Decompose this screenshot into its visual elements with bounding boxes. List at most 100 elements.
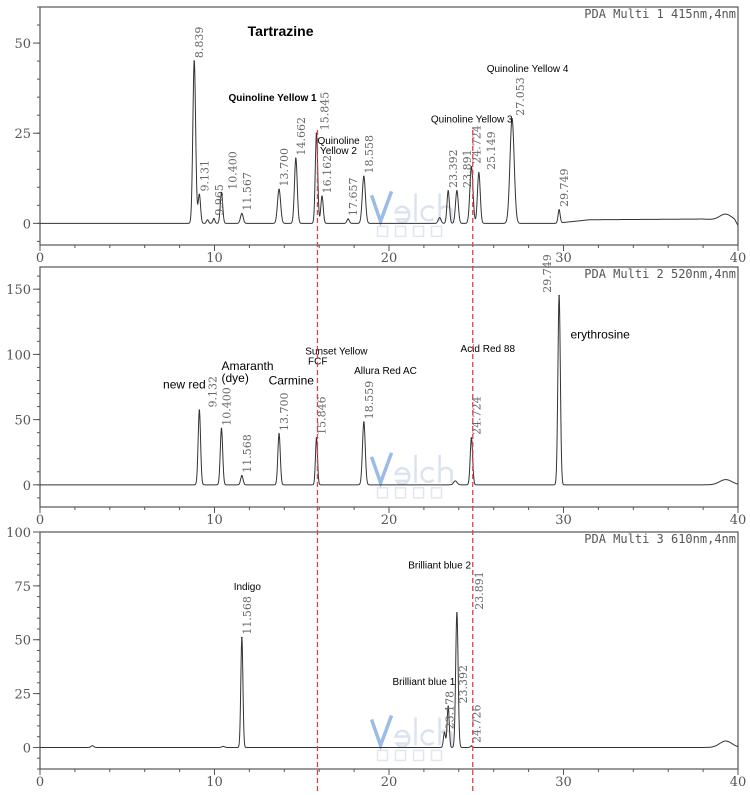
compound-label: Carmine xyxy=(269,373,315,387)
x-tick-label: 10 xyxy=(206,251,223,266)
x-tick-label: 0 xyxy=(36,775,44,790)
compound-label-line: Allura Red AC xyxy=(354,366,417,377)
y-tick-label: 25 xyxy=(14,688,31,703)
retention-time-label: 27.053 xyxy=(514,77,527,116)
watermark-subtext-glyph xyxy=(394,487,407,499)
compound-label-line: Brilliant blue 1 xyxy=(392,677,455,688)
watermark-subtext-glyph xyxy=(412,749,425,762)
compound-label-line: Tartrazine xyxy=(248,23,314,39)
compound-label: Quinoline Yellow 2 xyxy=(317,136,360,157)
compound-label: Indigo xyxy=(234,582,262,593)
peak-apex xyxy=(447,190,449,192)
y-tick-label: 150 xyxy=(6,283,31,298)
compound-label: Sunset Yellow FCF xyxy=(305,346,368,367)
retention-time-label: 11.567 xyxy=(241,172,254,211)
peak-apex xyxy=(478,172,480,174)
watermark-v-icon xyxy=(369,714,394,751)
retention-time-label: 11.568 xyxy=(241,434,254,473)
chromatogram-trace xyxy=(40,612,738,748)
compound-label: Quinoline Yellow 3 xyxy=(431,114,513,125)
watermark-subtext-glyph xyxy=(412,225,425,238)
retention-time-label: 9.132 xyxy=(206,376,219,408)
retention-time-label: 10.400 xyxy=(220,387,233,426)
channel-title: PDA Multi 3 610nm,4nm xyxy=(584,532,736,546)
compound-label-line: FCF xyxy=(305,356,327,367)
compound-label: Brilliant blue 1 xyxy=(392,677,455,688)
watermark-c-shape xyxy=(420,205,435,222)
watermark-subtext-glyph xyxy=(376,749,389,762)
compound-label-line: Amaranth xyxy=(221,359,273,373)
y-tick-label: 100 xyxy=(6,526,31,541)
peak-apex xyxy=(321,195,323,198)
x-tick-label: 30 xyxy=(555,775,572,790)
channel-title: PDA Multi 1 415nm,4nm xyxy=(584,7,736,21)
retention-time-label: 13.700 xyxy=(278,392,291,431)
x-tick-label: 30 xyxy=(555,513,572,528)
peak-apex xyxy=(241,212,243,215)
peak-apex xyxy=(295,157,297,160)
watermark-logo xyxy=(369,714,453,762)
retention-time-label: 29.749 xyxy=(541,254,554,293)
x-tick-label: 0 xyxy=(36,513,44,528)
y-tick-label: 25 xyxy=(14,127,31,142)
y-tick-label: 0 xyxy=(23,479,31,494)
watermark-subtext-glyph xyxy=(394,225,407,238)
retention-time-label: 25.149 xyxy=(485,131,498,170)
retention-time-label: 23.891 xyxy=(461,149,474,188)
peak-apex xyxy=(511,117,513,120)
compound-label-line: Quinoline Yellow 1 xyxy=(228,93,317,104)
compound-label: Quinoline Yellow 4 xyxy=(487,64,569,75)
x-tick-label: 40 xyxy=(730,251,747,266)
compound-label-line: Acid Red 88 xyxy=(461,344,516,355)
peak-apex xyxy=(558,294,560,297)
watermark-logo xyxy=(369,190,453,238)
watermark-logo xyxy=(369,452,453,499)
watermark-v-icon xyxy=(369,452,394,489)
watermark-subtext-glyph xyxy=(394,749,407,762)
x-tick-label: 0 xyxy=(36,251,44,266)
compound-label-line: new red xyxy=(163,377,206,391)
retention-time-label: 29.749 xyxy=(558,168,571,207)
retention-time-label: 17.657 xyxy=(347,178,360,217)
peak-apex xyxy=(470,745,473,747)
channel-title: PDA Multi 2 520nm,4nm xyxy=(584,267,736,281)
peak-apex xyxy=(278,433,280,435)
retention-time-label: 14.662 xyxy=(295,117,308,156)
watermark-subtext-glyph xyxy=(430,749,443,762)
peak-apex xyxy=(198,193,201,196)
y-tick-label: 100 xyxy=(6,348,31,363)
watermark-subtext-glyph xyxy=(376,487,389,499)
y-tick-label: 0 xyxy=(23,217,31,232)
watermark-e-shape xyxy=(393,466,411,486)
retention-time-label: 24.724 xyxy=(470,396,483,435)
watermark-c-shape xyxy=(420,466,435,483)
retention-time-label: 24.724 xyxy=(470,125,483,164)
retention-time-label: 23.392 xyxy=(447,149,460,188)
compound-label: Amaranth(dye) xyxy=(221,359,273,385)
x-tick-label: 40 xyxy=(730,513,747,528)
retention-time-label: 10.400 xyxy=(226,151,239,190)
watermark-subtext-glyph xyxy=(430,487,443,499)
retention-time-label: 8.839 xyxy=(193,27,206,59)
compound-label-line: Quinoline Yellow 4 xyxy=(487,64,569,75)
compound-label-line: erythrosine xyxy=(570,328,630,342)
peak-apex xyxy=(558,209,560,211)
peak-apex xyxy=(347,218,349,220)
watermark-v-icon xyxy=(369,190,394,227)
retention-time-label: 18.559 xyxy=(363,381,376,420)
retention-time-label: 23.891 xyxy=(473,571,486,610)
watermark-subtext-glyph xyxy=(412,487,425,499)
peak-apex xyxy=(456,190,458,192)
y-tick-label: 0 xyxy=(23,741,31,756)
compound-label: Quinoline Yellow 1 xyxy=(228,93,317,104)
compound-label-line: Quinoline xyxy=(317,136,360,147)
retention-time-label: 13.700 xyxy=(278,148,291,187)
plot-frame xyxy=(39,6,739,246)
compound-label: Acid Red 88 xyxy=(461,344,516,355)
peak-apex xyxy=(220,191,223,194)
compound-label-line: Carmine xyxy=(269,373,315,387)
peak-apex xyxy=(220,427,223,430)
peak-apex xyxy=(363,421,365,424)
